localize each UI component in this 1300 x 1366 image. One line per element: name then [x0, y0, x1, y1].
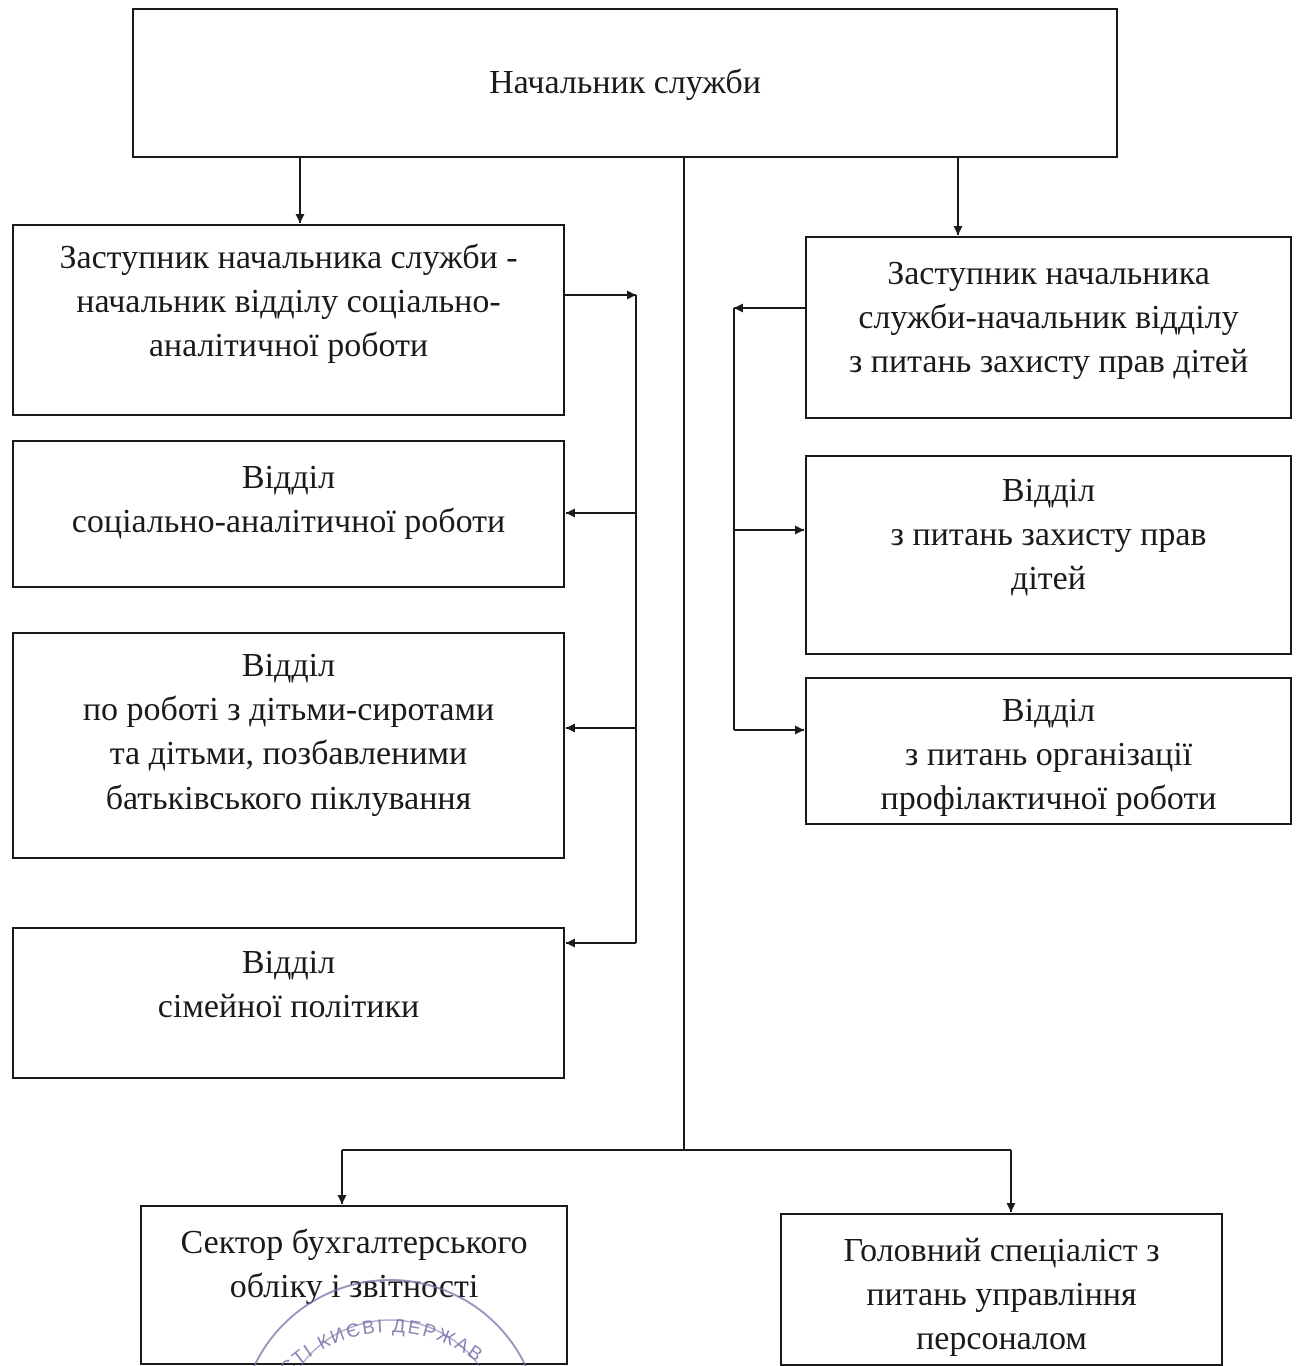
box-orphans-line-2: по роботі з дітьми-сиротами — [82, 691, 495, 729]
box-child-rights-line-3: дітей — [1011, 560, 1086, 598]
box-deputy-left-line-1: Заступник начальника служби - — [59, 239, 518, 276]
box-prevention-line-1: Відділ — [1001, 692, 1096, 729]
box-head-of-service: Начальник служби — [132, 8, 1118, 158]
box-deputy-right-line-2: служби-начальник відділу — [858, 299, 1239, 337]
box-hr-line-1: Головний спеціаліст з — [843, 1232, 1160, 1269]
box-orphans-line-1: Відділ — [241, 647, 336, 684]
box-family-line-2: сімейної політики — [157, 988, 420, 1026]
box-head-line-1: Начальник служби — [489, 63, 761, 101]
box-dept-child-rights: Відділ з питань захисту прав дітей — [805, 455, 1292, 655]
box-hr-line-3: персоналом — [916, 1320, 1087, 1358]
box-dept-social-analytic: Відділ соціально-аналітичної роботи — [12, 440, 565, 588]
box-dept-orphans: Відділ по роботі з дітьми-сиротами та ді… — [12, 632, 565, 859]
box-hr-line-2: питань управління — [866, 1276, 1137, 1314]
box-orphans-line-3: та дітьми, позбавленими — [109, 735, 468, 773]
box-dept-family-policy: Відділ сімейної політики — [12, 927, 565, 1079]
box-deputy-social-analytic: Заступник начальника служби - начальник … — [12, 224, 565, 416]
box-hr-specialist: Головний спеціаліст з питань управління … — [780, 1213, 1223, 1366]
official-stamp: МІСТІ КИЄВІ ДЕРЖАВ — [253, 1279, 527, 1366]
stamp-text: МІСТІ КИЄВІ ДЕРЖАВ — [259, 1316, 487, 1366]
box-child-rights-line-1: Відділ — [1001, 472, 1096, 509]
box-deputy-left-line-3: аналітичної роботи — [148, 327, 429, 365]
box-family-line-1: Відділ — [241, 944, 336, 981]
box-prevention-line-2: з питань організації — [904, 736, 1193, 774]
box-orphans-line-4: батьківського піклування — [105, 779, 472, 817]
box-deputy-right-line-3: з питань захисту прав дітей — [848, 343, 1249, 381]
box-social-analytic-line-1: Відділ — [241, 459, 336, 496]
box-deputy-right-line-1: Заступник начальника — [887, 255, 1210, 292]
box-child-rights-line-2: з питань захисту прав — [890, 516, 1207, 554]
box-social-analytic-line-2: соціально-аналітичної роботи — [71, 503, 506, 541]
box-deputy-left-line-2: начальник відділу соціально- — [76, 283, 501, 321]
box-deputy-child-rights: Заступник начальника служби-начальник ві… — [805, 236, 1292, 419]
box-dept-prevention: Відділ з питань організації профілактичн… — [805, 677, 1292, 825]
box-prevention-line-3: профілактичної роботи — [880, 780, 1217, 818]
box-accounting-line-1: Сектор бухгалтерського — [180, 1224, 528, 1261]
